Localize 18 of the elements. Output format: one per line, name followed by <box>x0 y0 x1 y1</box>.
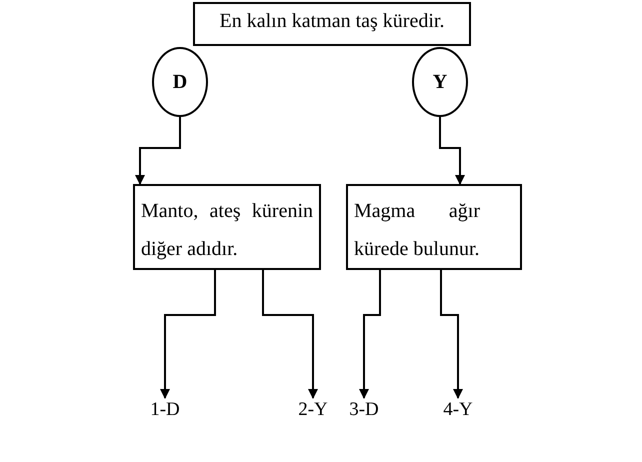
answer-label: 3-D <box>349 398 379 422</box>
option-letter: Y <box>432 70 448 95</box>
statement-box <box>193 2 471 46</box>
option-letter: D <box>172 70 188 95</box>
arrow <box>135 117 181 185</box>
arrow <box>262 270 318 399</box>
arrow <box>359 270 381 399</box>
arrow <box>160 270 216 399</box>
answer-label: 2-Y <box>298 398 328 422</box>
statement-box <box>346 184 522 270</box>
answer-label: 1-D <box>150 398 180 422</box>
statement-text: Magma ağır kürede bulunur. <box>354 199 480 262</box>
arrow <box>440 270 463 399</box>
statement-box <box>133 184 321 270</box>
statement-text: En kalın katman taş küredir. <box>220 9 444 34</box>
arrow <box>439 117 465 185</box>
statement-text: Manto, ateş kürenin diğer adıdır. <box>141 199 313 262</box>
answer-label: 4-Y <box>443 398 473 422</box>
